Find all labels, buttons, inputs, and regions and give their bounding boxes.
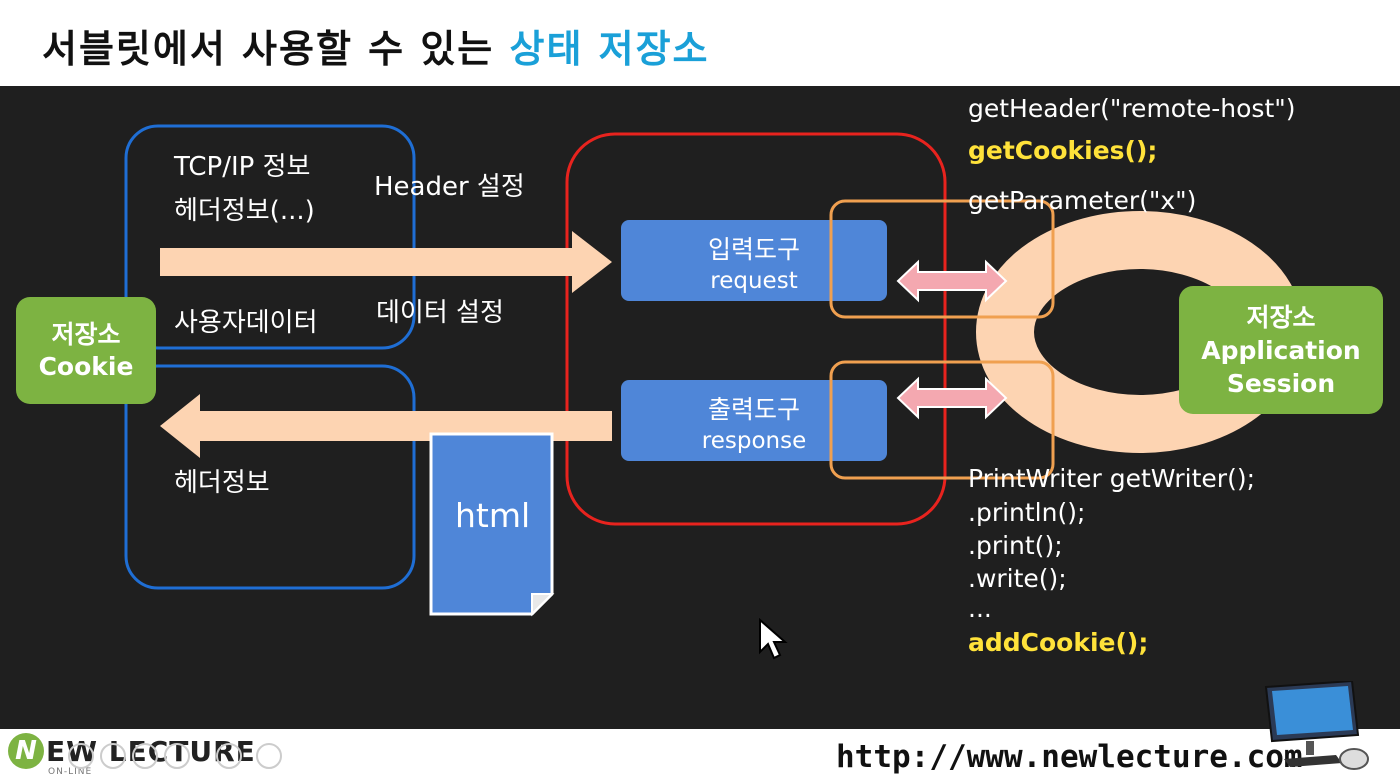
get-parameter-code: getParameter("x")	[968, 186, 1197, 215]
output-tool-box: 출력도구 response	[621, 380, 887, 461]
newlecture-logo-icon: N	[8, 733, 44, 769]
diagram-stage: TCP/IP 정보 헤더정보(...) 사용자데이터 헤더정보 Header 설…	[0, 86, 1400, 729]
user-data-label: 사용자데이터	[174, 308, 318, 338]
player-more-icon[interactable]	[256, 743, 282, 769]
tcpip-info-label: TCP/IP 정보	[174, 152, 311, 182]
client-response-box	[124, 364, 416, 590]
output-tool-name: response	[701, 428, 807, 454]
header-info-label: 헤더정보(...)	[174, 196, 315, 226]
slide-title-main: 서블릿에서 사용할 수 있는	[42, 27, 510, 71]
computer-icon	[1264, 681, 1369, 770]
player-prev-icon[interactable]	[68, 743, 94, 769]
get-header-code: getHeader("remote-host")	[968, 94, 1296, 123]
logo-subtext: ON-LINE	[48, 767, 93, 777]
title-bar: 서블릿에서 사용할 수 있는 상태 저장소	[0, 0, 1400, 86]
add-cookie-code: addCookie();	[968, 628, 1149, 657]
mouse-cursor-icon	[759, 618, 788, 660]
player-screen-icon[interactable]	[216, 743, 242, 769]
cookie-storage-box: 저장소 Cookie	[16, 297, 156, 404]
print-code: .print();	[968, 531, 1063, 560]
write-code: .write();	[968, 564, 1067, 593]
html-document-shape	[429, 432, 555, 617]
app-storage-session: Session	[1226, 368, 1336, 398]
player-zoom-icon[interactable]	[164, 743, 190, 769]
app-storage-title: 저장소	[1246, 302, 1316, 332]
slide-title: 서블릿에서 사용할 수 있는 상태 저장소	[42, 18, 710, 73]
app-session-storage-box: 저장소 Application Session	[1179, 286, 1383, 414]
header-setting-label: Header 설정	[374, 172, 525, 202]
server-box	[565, 132, 947, 526]
cookie-storage-name: Cookie	[38, 351, 134, 381]
footer-bar: N EW LECTURE ON-LINE http://www.newlectu…	[0, 681, 1400, 779]
response-arrow	[160, 394, 612, 458]
get-cookies-code: getCookies();	[968, 136, 1158, 165]
slide-title-highlight: 상태 저장소	[509, 27, 710, 71]
get-writer-code: PrintWriter getWriter();	[968, 464, 1255, 493]
html-doc-label: html	[455, 496, 531, 535]
footer-url: http://www.newlecture.com	[836, 739, 1303, 775]
println-code: .println();	[968, 498, 1086, 527]
input-tool-name: request	[710, 268, 798, 294]
input-tool-box: 입력도구 request	[621, 220, 887, 301]
request-arrow	[160, 231, 612, 293]
ellipsis-code: ...	[968, 594, 992, 623]
app-storage-application: Application	[1201, 335, 1361, 365]
player-pen-icon[interactable]	[100, 743, 126, 769]
output-tool-title: 출력도구	[707, 395, 800, 424]
player-slides-icon[interactable]	[132, 743, 158, 769]
input-tool-title: 입력도구	[707, 235, 800, 264]
cookie-storage-title: 저장소	[51, 319, 121, 349]
data-setting-label: 데이터 설정	[376, 298, 504, 328]
response-header-label: 헤더정보	[174, 468, 270, 498]
client-request-box	[124, 124, 416, 350]
